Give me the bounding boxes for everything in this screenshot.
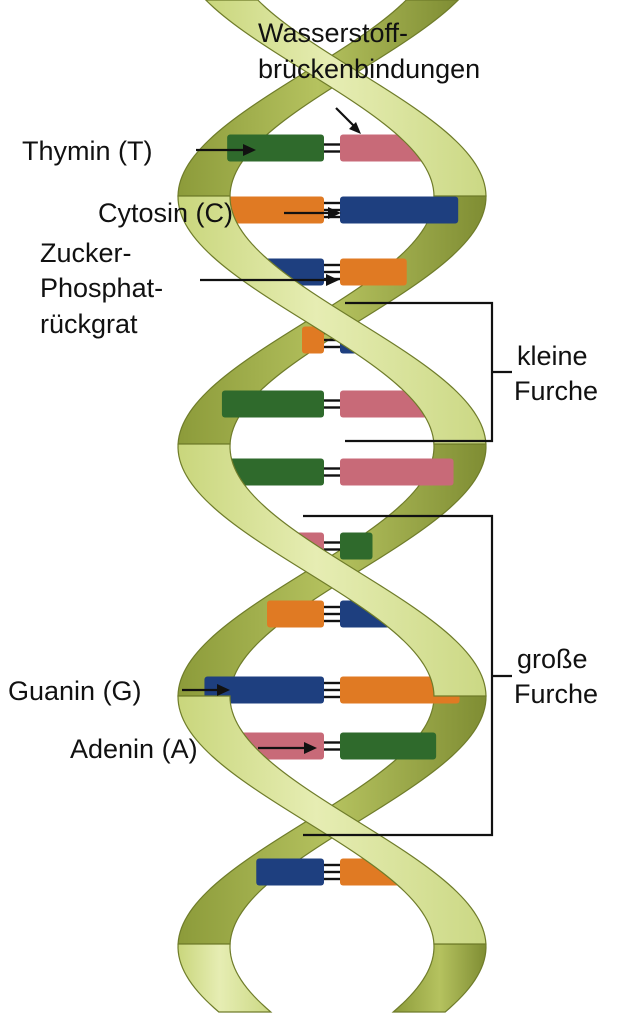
strand-a-segment-4 — [178, 944, 271, 1012]
base-pair — [210, 459, 453, 486]
base-guanine-right — [340, 197, 458, 224]
base-cytosine-left — [267, 601, 324, 628]
label-thymine: Thymin (T) — [22, 136, 153, 166]
label-guanine: Guanin (G) — [8, 676, 142, 706]
base-thymine-right — [340, 733, 436, 760]
base-guanine-left — [256, 859, 324, 886]
base-thymine-left — [227, 135, 324, 162]
label-hbonds-line2: brückenbindungen — [258, 54, 480, 84]
base-pair — [204, 677, 459, 704]
base-adenine-right — [340, 459, 454, 486]
label-backbone-line1: Zucker- — [40, 238, 132, 268]
label-backbone-line3: rückgrat — [40, 309, 138, 339]
label-hbonds-line1: Wasserstoff- — [258, 18, 408, 48]
label-cytosine: Cytosin (C) — [98, 198, 233, 228]
label-major-groove-line1: große — [517, 644, 588, 674]
base-thymine-left — [222, 391, 324, 418]
base-thymine-right — [340, 533, 373, 560]
label-adenine: Adenin (A) — [70, 734, 198, 764]
arrow-backbone-head — [326, 274, 339, 286]
label-major-groove-line2: Furche — [514, 679, 598, 709]
label-backbone-line2: Phosphat- — [40, 273, 163, 303]
strand-b-segment-4 — [393, 944, 486, 1012]
base-cytosine-right — [340, 259, 407, 286]
label-minor-groove-line2: Furche — [514, 376, 598, 406]
label-minor-groove-line1: kleine — [517, 341, 588, 371]
